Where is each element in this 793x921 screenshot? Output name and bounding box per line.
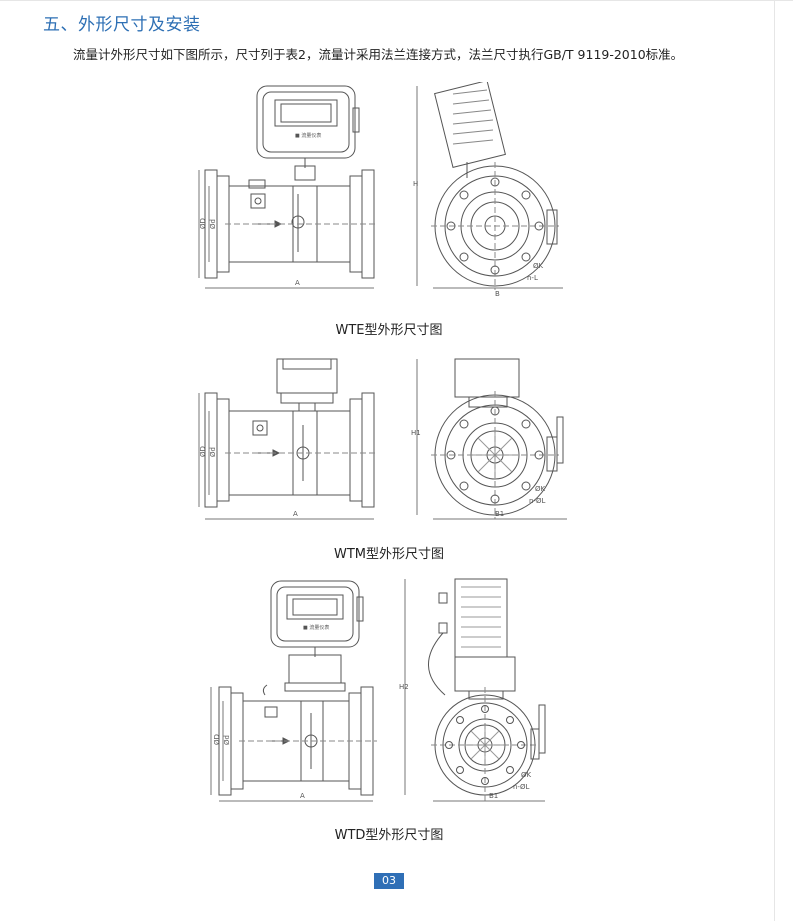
wtd-caption: WTD型外形尺寸图 — [334, 828, 444, 843]
wte-label-bolt-circle: ØK — [533, 262, 544, 270]
wtd-dimension-drawing: ■ 流量仪表 ØD Ød A — [205, 577, 585, 805]
wte-label-inner-dia: Ød — [209, 219, 217, 229]
svg-text:■ 流量仪表: ■ 流量仪表 — [295, 132, 321, 139]
wte-label-length: A — [295, 279, 300, 287]
wtm-label-width: B1 — [495, 510, 504, 518]
section-title: 五、外形尺寸及安装 — [43, 15, 201, 35]
wtd-label-width: B1 — [489, 792, 498, 800]
wtm-label-inner-dia: Ød — [209, 447, 217, 457]
wtm-label-outer-dia: ØD — [199, 446, 207, 457]
wtm-label-bolt-circle: ØK — [535, 485, 546, 493]
wte-label-bolt-holes: n-L — [527, 274, 538, 282]
wtm-label-length: A — [293, 510, 298, 518]
wtm-label-height: H1 — [411, 429, 421, 437]
page-number: 03 — [374, 873, 404, 889]
wtd-label-inner-dia: Ød — [223, 735, 231, 745]
right-border — [774, 0, 775, 921]
wte-label-width: B — [495, 290, 500, 298]
wte-label-height: H — [413, 180, 418, 188]
top-border — [0, 0, 793, 1]
wtd-label-bolt-circle: ØK — [521, 771, 532, 779]
wtd-label-outer-dia: ØD — [213, 734, 221, 745]
wtd-label-bolt-holes: n-ØL — [513, 783, 529, 791]
wtm-dimension-drawing: ØD Ød A H1 B1 ØK n-ØL — [195, 355, 585, 525]
wtm-label-bolt-holes: n-ØL — [529, 497, 545, 505]
wte-dimension-drawing: ■ 流量仪表 ØD Ød A H B — [195, 82, 585, 302]
wtm-caption: WTM型外形尺寸图 — [333, 547, 444, 562]
wte-label-outer-dia: ØD — [199, 218, 207, 229]
wte-caption: WTE型外形尺寸图 — [335, 323, 443, 338]
wtd-label-height: H2 — [399, 683, 409, 691]
svg-text:■ 流量仪表: ■ 流量仪表 — [303, 624, 329, 631]
intro-paragraph: 流量计外形尺寸如下图所示，尺寸列于表2，流量计采用法兰连接方式，法兰尺寸执行GB… — [73, 47, 684, 62]
wtd-label-length: A — [300, 792, 305, 800]
